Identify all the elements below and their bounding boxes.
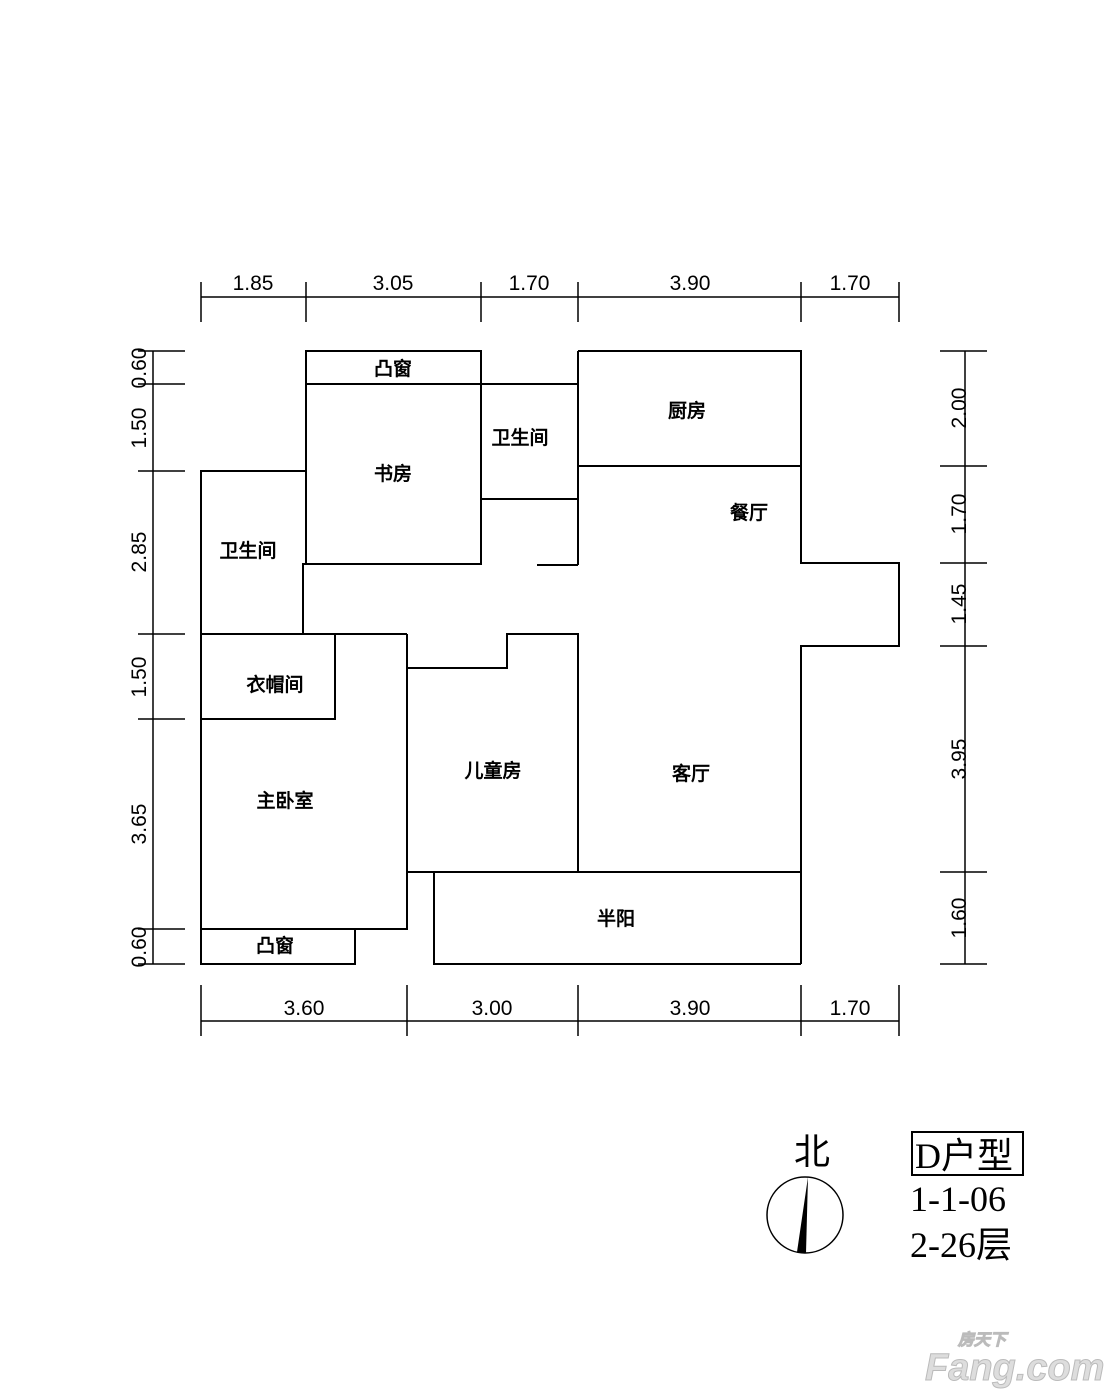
room-label-master-bedroom: 主卧室 (256, 789, 313, 812)
unit-code: 1-1-06 (910, 1179, 1006, 1219)
room-label-bay-window-top: 凸窗 (374, 357, 412, 380)
dim-right-4: 3.95 (948, 739, 971, 780)
right-dimension-chain (940, 350, 987, 965)
dim-left-1: 0.60 (128, 348, 151, 389)
dim-left-3: 2.85 (128, 532, 151, 573)
dim-top-5: 1.70 (830, 272, 871, 295)
left-dimension-chain (138, 350, 185, 965)
room-label-bay-window-bottom: 凸窗 (256, 934, 294, 957)
unit-type: D户型 (915, 1136, 1013, 1176)
dim-left-5: 3.65 (128, 804, 151, 845)
room-label-bathroom-upper: 卫生间 (491, 426, 548, 449)
top-dimension-chain (200, 282, 900, 322)
dim-left-2: 1.50 (128, 408, 151, 449)
dim-right-3: 1.45 (948, 584, 971, 625)
room-label-half-balcony: 半阳 (597, 907, 635, 930)
walls (200, 350, 900, 965)
dim-top-3: 1.70 (509, 272, 550, 295)
north-arrow-icon (766, 1176, 844, 1254)
dim-right-2: 1.70 (948, 494, 971, 535)
room-label-study: 书房 (374, 462, 412, 485)
dim-top-1: 1.85 (233, 272, 274, 295)
dim-left-4: 1.50 (128, 657, 151, 698)
dim-bottom-1: 3.60 (284, 997, 325, 1020)
room-label-bathroom-lower: 卫生间 (219, 539, 276, 562)
bottom-dimension-chain (200, 985, 900, 1036)
room-label-kitchen: 厨房 (668, 399, 706, 422)
dim-left-6: 0.60 (128, 927, 151, 968)
north-label: 北 (794, 1132, 830, 1172)
watermark-top: 房天下 (957, 1331, 1009, 1349)
dim-bottom-4: 1.70 (830, 997, 871, 1020)
dim-bottom-3: 3.90 (670, 997, 711, 1020)
watermark-brand: Fang.com (925, 1347, 1104, 1389)
room-label-kids-room: 儿童房 (463, 759, 521, 782)
dim-top-2: 3.05 (373, 272, 414, 295)
floor-range: 2-26层 (910, 1225, 1012, 1265)
dim-top-4: 3.90 (670, 272, 711, 295)
dim-right-5: 1.60 (948, 898, 971, 939)
room-label-cloakroom: 衣帽间 (246, 673, 303, 696)
unit-type-box (911, 1131, 1024, 1176)
dim-right-1: 2.00 (948, 388, 971, 429)
dim-bottom-2: 3.00 (472, 997, 513, 1020)
room-label-dining: 餐厅 (730, 501, 768, 524)
room-label-living-room: 客厅 (672, 762, 710, 785)
